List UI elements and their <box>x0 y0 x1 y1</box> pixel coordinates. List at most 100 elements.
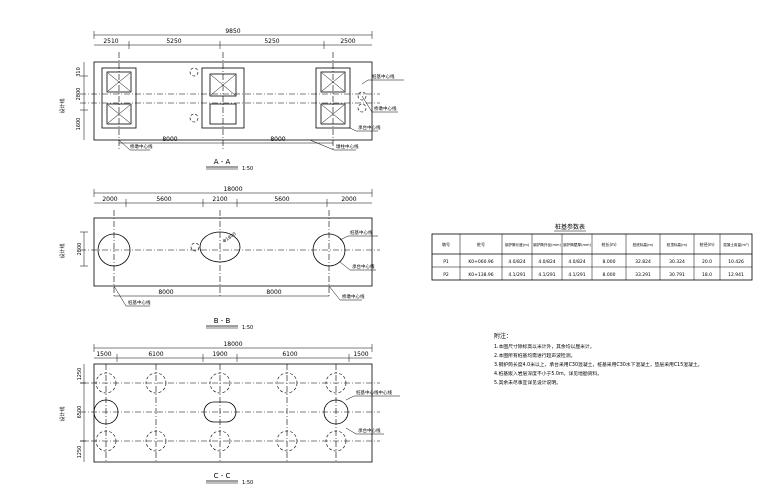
cc-left-dim-1: 1250 <box>77 368 83 381</box>
aa-callout-5: 桥墩中心线 <box>130 143 153 150</box>
bb-scale: 1:50 <box>242 325 253 331</box>
note-item: 1.本图尺寸除标高以米计外，其余均以厘米计。 <box>494 343 595 350</box>
table-title: 桩基参数表 <box>555 223 585 231</box>
table-header-0: 墩号 <box>442 241 450 247</box>
bb-callout-4: 桩基中心线 <box>128 299 151 306</box>
note-item: 5.其余未尽事宜详见设计说明。 <box>494 379 561 386</box>
cc-left-dim-2: 6500 <box>77 406 83 419</box>
svg-text:20.0: 20.0 <box>702 259 712 265</box>
bb-dim-4: 5600 <box>274 196 289 203</box>
cc-dim-2: 6100 <box>148 351 163 358</box>
table-header-3: 钢护筒外径(mm) <box>533 242 561 247</box>
svg-text:4.0/824: 4.0/824 <box>568 259 585 265</box>
bb-pile-left <box>97 233 131 267</box>
table-row: P1 K0+060.96 4.0/824 4.0/824 4.0/824 8.0… <box>443 259 744 265</box>
notes-block: 附注： 1.本图尺寸除标高以米计外，其余均以厘米计。 2.本图所有桩基均需进行超… <box>494 332 702 386</box>
svg-text:4.1/291: 4.1/291 <box>568 272 585 278</box>
bb-left-dim: 2800 <box>77 243 83 256</box>
bb-callout-2: 承台中心线 <box>352 263 375 270</box>
svg-text:4.0/824: 4.0/824 <box>508 259 525 265</box>
cc-pile-grid <box>93 372 349 452</box>
bb-center-label: Φ1800 <box>222 231 238 245</box>
aa-pier-center <box>189 67 245 129</box>
aa-pier-right <box>315 67 367 129</box>
table-header-5: 桩长(m) <box>601 241 616 247</box>
table-row: P2 K0+138.96 4.1/291 4.1/291 4.1/291 8.0… <box>443 272 744 278</box>
svg-text:32.824: 32.824 <box>635 259 651 265</box>
svg-text:4.1/291: 4.1/291 <box>538 272 555 278</box>
table-header-7: 桩顶标高(m) <box>667 242 688 247</box>
bb-dim-5: 2000 <box>341 196 356 203</box>
aa-dim-1: 2510 <box>103 38 118 45</box>
aa-callout-1: 桩基中心线 <box>372 73 395 80</box>
table-header-8: 桩径(m) <box>699 241 714 247</box>
cc-callout-1: 桩基中心线中心线 <box>356 389 392 396</box>
table-header-4: 钢护筒壁厚(mm) <box>563 242 591 247</box>
cc-callout-2: 承台中心线 <box>358 427 381 434</box>
bb-side-label: 设计线 <box>59 243 66 258</box>
svg-text:18.0: 18.0 <box>702 272 712 278</box>
svg-text:33.291: 33.291 <box>635 272 651 278</box>
svg-text:30.791: 30.791 <box>669 272 685 278</box>
bb-dim-2: 5600 <box>156 196 171 203</box>
aa-pier-left <box>101 67 137 129</box>
svg-text:K0+138.96: K0+138.96 <box>468 272 493 278</box>
svg-text:12.941: 12.941 <box>728 272 744 278</box>
bb-callout-3: 桥墩中心线 <box>342 293 365 300</box>
aa-callout-4: 墩柱中心线 <box>336 143 359 150</box>
bb-bottom-dim-1: 8000 <box>158 289 173 296</box>
svg-text:10.426: 10.426 <box>728 259 744 265</box>
bb-overall-dim: 18000 <box>223 186 242 193</box>
aa-overall-dim: 9850 <box>225 28 240 35</box>
svg-text:K0+060.96: K0+060.96 <box>468 259 493 265</box>
view-cc: 18000 1500 6100 1900 6100 1500 <box>59 341 400 486</box>
cc-dim-3: 1900 <box>212 351 227 358</box>
cc-scale: 1:50 <box>242 480 253 486</box>
bb-pile-right <box>312 233 346 267</box>
svg-text:P1: P1 <box>443 259 449 265</box>
cc-title: C - C <box>214 472 231 480</box>
note-item: 4.桩基嵌入岩层深度不小于5.0m，详见地勘资料。 <box>494 370 602 377</box>
table-header-9: 混凝土用量(m³) <box>723 242 749 247</box>
table-header-1: 桩号 <box>477 241 485 247</box>
svg-text:4.1/291: 4.1/291 <box>508 272 525 278</box>
svg-text:P2: P2 <box>443 272 449 278</box>
aa-bottom-dim-2: 8000 <box>270 136 285 143</box>
view-bb: 18000 2000 5600 2100 5600 2000 Φ1800 280… <box>59 186 380 331</box>
cc-overall-dim: 18000 <box>223 341 242 348</box>
aa-dim-3: 5250 <box>264 38 279 45</box>
aa-dim-2: 5250 <box>166 38 181 45</box>
table-header-2: 钢护筒长度(m) <box>505 242 530 247</box>
aa-callout-2: 桥墩中心线 <box>374 105 397 112</box>
aa-dim-4: 2500 <box>340 38 355 45</box>
cc-dim-4: 6100 <box>282 351 297 358</box>
bb-dim-1: 2000 <box>102 196 117 203</box>
note-item: 2.本图所有桩基均需进行超声波检测。 <box>494 352 575 359</box>
aa-left-dim-2: 2800 <box>76 88 82 101</box>
cc-dim-5: 1500 <box>353 351 368 358</box>
aa-left-dim-3: 1600 <box>76 118 82 131</box>
bb-pile-center <box>199 231 241 263</box>
bb-bottom-dim-2: 8000 <box>266 289 281 296</box>
svg-text:30.324: 30.324 <box>669 259 685 265</box>
svg-text:4.0/824: 4.0/824 <box>538 259 555 265</box>
aa-callout-3: 承台中心线 <box>358 124 381 131</box>
svg-text:8.000: 8.000 <box>603 259 616 265</box>
view-aa: 9850 2510 5250 5250 2500 <box>59 28 404 172</box>
notes-heading: 附注： <box>494 332 512 340</box>
bb-title: B - B <box>214 317 231 325</box>
svg-text:8.000: 8.000 <box>603 272 616 278</box>
cc-left-dim-3: 1250 <box>77 446 83 459</box>
aa-bottom-dim-1: 8000 <box>162 136 177 143</box>
aa-side-label: 设计线 <box>59 98 66 113</box>
pile-parameter-table: 桩基参数表 墩号 桩号 钢护筒长度(m) 钢护筒外径(mm) 钢护筒壁厚(mm)… <box>431 223 753 281</box>
cc-side-label: 设计线 <box>59 406 66 421</box>
cc-dim-1: 1500 <box>96 351 111 358</box>
aa-scale: 1:50 <box>242 166 253 172</box>
table-header-6: 桩底标高(m) <box>633 242 654 247</box>
bb-callout-1: 桩基中心线 <box>350 229 373 236</box>
note-item: 3.钢护筒长度4.0米以上，承台采用C30混凝土，桩基采用C30水下混凝土，垫层… <box>494 361 702 368</box>
aa-title: A - A <box>214 158 231 166</box>
bb-dim-3: 2100 <box>212 196 227 203</box>
